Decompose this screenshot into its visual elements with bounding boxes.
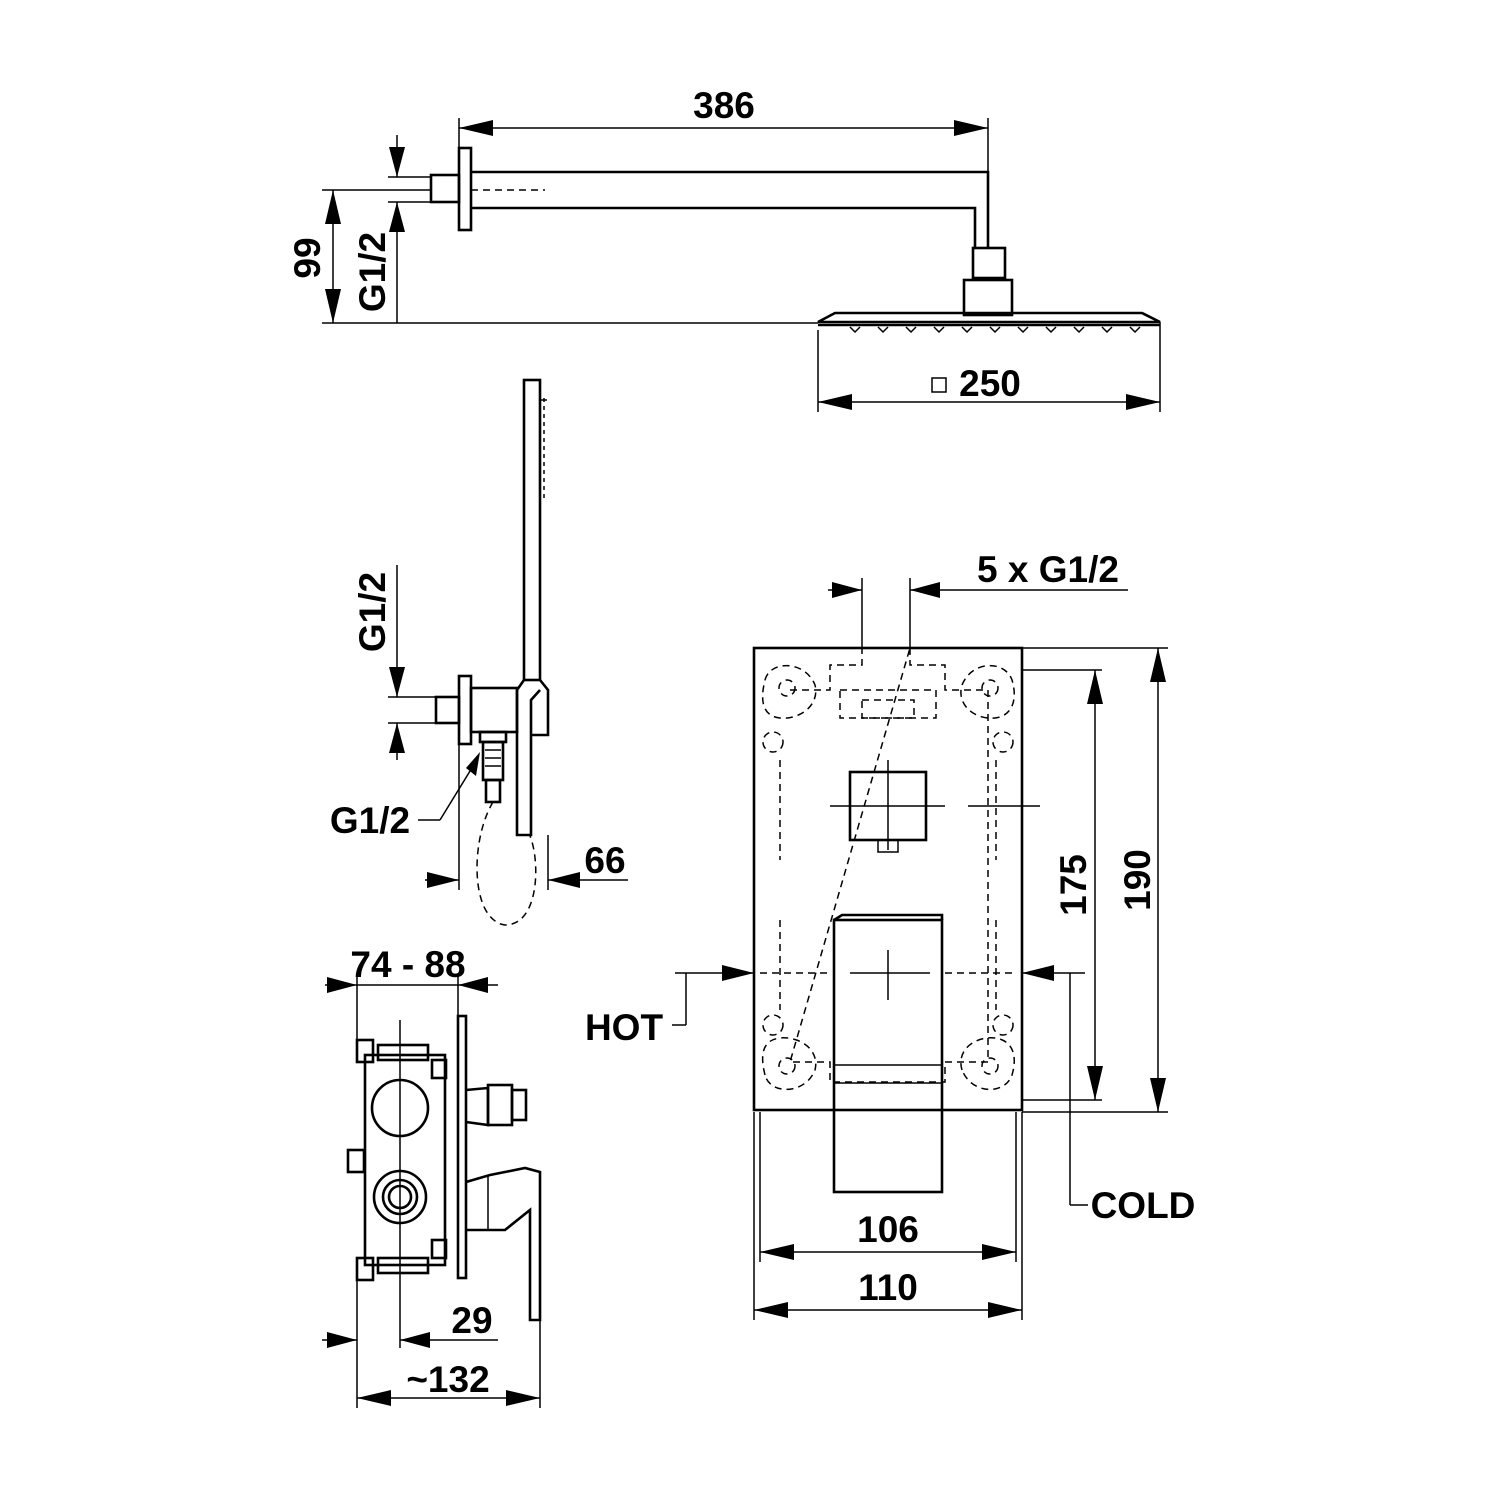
dim-height-190: 190	[1022, 647, 1168, 1113]
label-190: 190	[1117, 849, 1158, 911]
label-cold: COLD	[1091, 1185, 1196, 1226]
lever-side	[465, 1166, 542, 1322]
holder-body	[469, 686, 519, 734]
dim-head-size: 250	[817, 322, 1161, 412]
label-386: 386	[693, 85, 755, 126]
arm-wall-flange	[457, 146, 473, 232]
rain-head-nozzles	[849, 326, 1141, 334]
hand-shower-head	[522, 378, 542, 682]
square-symbol	[931, 377, 947, 393]
label-74-88: 74 - 88	[350, 944, 465, 985]
dim-width-110: 110	[753, 1112, 1023, 1320]
label-110: 110	[858, 1267, 918, 1308]
rain-head	[817, 311, 1161, 324]
hose-dashed	[476, 801, 537, 926]
hand-shower-assembly	[434, 378, 550, 926]
lever-front	[832, 918, 944, 1194]
dim-width-106: 106	[759, 1112, 1017, 1262]
hidden-box	[789, 647, 989, 1083]
body-box	[363, 1053, 447, 1267]
dim-depth-range: 74 - 88	[325, 944, 498, 1040]
label-5xg12: 5 x G1/2	[977, 549, 1119, 590]
shower-arm-assembly	[429, 146, 1161, 334]
hand-connector	[434, 695, 461, 725]
dim-hand-thread-side: G1/2	[330, 752, 480, 841]
label-g12-hand-top: G1/2	[352, 572, 393, 652]
label-250: 250	[959, 363, 1021, 404]
dim-hot: HOT	[585, 965, 754, 1048]
arm-nut	[971, 246, 1007, 280]
diverter-knob-side	[510, 1088, 528, 1122]
dim-hand-thread-top: G1/2	[352, 565, 436, 760]
dim-arm-length: 386	[458, 85, 989, 172]
dim-hand-offset: 66	[425, 744, 628, 890]
mixer-front-view	[752, 646, 1040, 1194]
dim-arm-thread: G1/2	[352, 135, 431, 323]
label-hot: HOT	[585, 1007, 664, 1048]
arm-connector	[429, 173, 461, 204]
label-132: ~132	[406, 1359, 489, 1400]
label-99: 99	[287, 237, 328, 278]
label-29: 29	[451, 1300, 492, 1341]
label-106: 106	[857, 1209, 919, 1250]
dim-cold: COLD	[1022, 965, 1195, 1226]
hose-fitting	[481, 740, 505, 782]
cover-plate-side	[456, 1014, 468, 1280]
dim-outlets: 5 x G1/2	[828, 549, 1128, 648]
cover-plate-front	[752, 646, 1024, 1112]
label-g12-arm: G1/2	[352, 232, 393, 312]
concealed-body-side	[346, 1014, 542, 1322]
label-g12-hand-side: G1/2	[330, 800, 410, 841]
dim-depth-29: 29	[322, 1280, 498, 1408]
hand-wall-flange	[457, 674, 473, 746]
label-175: 175	[1053, 854, 1094, 916]
arm-pipe-inner	[471, 206, 977, 248]
dim-height-175: 175	[1022, 669, 1103, 1101]
head-connector	[962, 278, 1014, 317]
dim-depth-total: ~132	[357, 1320, 541, 1408]
label-66: 66	[584, 840, 625, 881]
dim-arm-height: 99	[287, 189, 818, 324]
arm-pipe-outer	[471, 170, 990, 248]
hand-shower-handle	[515, 679, 541, 837]
